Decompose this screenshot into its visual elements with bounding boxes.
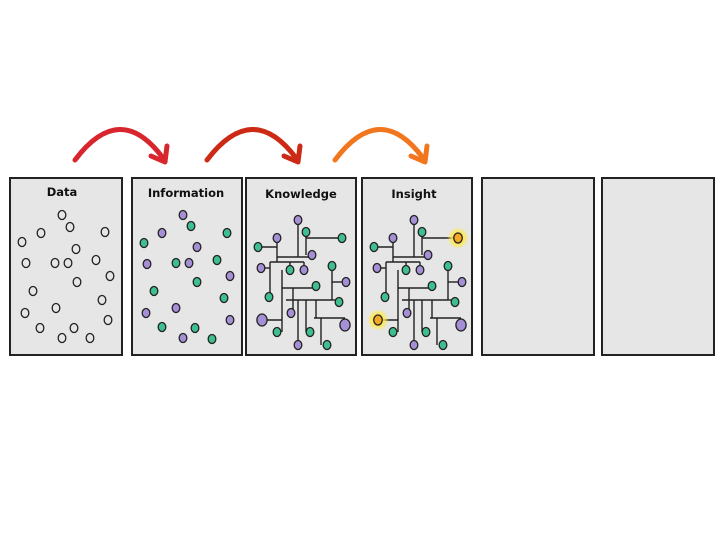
knowledge-node-purple bbox=[256, 313, 268, 327]
info-point-purple bbox=[141, 307, 151, 319]
data-point bbox=[28, 285, 38, 297]
info-point-purple bbox=[178, 332, 188, 344]
insight-node-green bbox=[427, 280, 437, 292]
info-point-green bbox=[149, 285, 159, 297]
info-point-green bbox=[222, 227, 232, 239]
insight-node-green bbox=[417, 226, 427, 238]
arrows bbox=[72, 127, 430, 165]
arrow-3 bbox=[332, 127, 426, 163]
data-point bbox=[105, 270, 115, 282]
data-point bbox=[36, 227, 46, 239]
insight-node-green bbox=[421, 326, 431, 338]
arrow-1 bbox=[72, 127, 166, 163]
data-point bbox=[91, 254, 101, 266]
info-point-purple bbox=[178, 209, 188, 221]
insight-node-green bbox=[450, 296, 460, 308]
info-point-green bbox=[139, 237, 149, 249]
data-point bbox=[17, 236, 27, 248]
data-point bbox=[51, 302, 61, 314]
data-point bbox=[97, 294, 107, 306]
knowledge-node-green bbox=[305, 326, 315, 338]
knowledge-node-purple bbox=[272, 232, 282, 244]
insight-highlight-1 bbox=[453, 232, 463, 244]
label-insight: Insight bbox=[391, 187, 437, 201]
insight-node-purple bbox=[402, 307, 412, 319]
knowledge-node-purple bbox=[286, 307, 296, 319]
knowledge-node-purple bbox=[339, 318, 351, 332]
knowledge-node-green bbox=[253, 241, 263, 253]
arrow-2 bbox=[204, 127, 299, 163]
info-point-purple bbox=[192, 241, 202, 253]
insight-node-purple bbox=[388, 232, 398, 244]
knowledge-node-green bbox=[285, 264, 295, 276]
data-point bbox=[21, 257, 31, 269]
knowledge-node-purple bbox=[293, 214, 303, 226]
knowledge-node-green bbox=[311, 280, 321, 292]
knowledge-node-purple bbox=[293, 339, 303, 351]
panels bbox=[9, 177, 715, 356]
insight-node-purple bbox=[409, 214, 419, 226]
insight-node-green bbox=[380, 291, 390, 303]
info-point-green bbox=[186, 220, 196, 232]
info-point-purple bbox=[157, 227, 167, 239]
knowledge-node-purple bbox=[341, 276, 351, 288]
knowledge-node-green bbox=[337, 232, 347, 244]
insight-node-green bbox=[438, 339, 448, 351]
data-point bbox=[100, 226, 110, 238]
data-point bbox=[57, 209, 67, 221]
info-point-purple bbox=[171, 302, 181, 314]
panel-content bbox=[17, 209, 469, 351]
info-point-purple bbox=[225, 314, 235, 326]
panel-empty-2 bbox=[601, 177, 715, 356]
knowledge-node-purple bbox=[299, 264, 309, 276]
knowledge-node-purple bbox=[307, 249, 317, 261]
data-point bbox=[69, 322, 79, 334]
data-point bbox=[35, 322, 45, 334]
insight-node-purple bbox=[409, 339, 419, 351]
data-point bbox=[20, 307, 30, 319]
insight-node-purple bbox=[372, 262, 382, 274]
data-point bbox=[65, 221, 75, 233]
data-point bbox=[85, 332, 95, 344]
knowledge-node-green bbox=[264, 291, 274, 303]
panel-empty-1 bbox=[481, 177, 595, 356]
info-point-purple bbox=[184, 257, 194, 269]
info-point-green bbox=[207, 333, 217, 345]
knowledge-node-green bbox=[272, 326, 282, 338]
label-data: Data bbox=[47, 185, 78, 199]
insight-node-purple bbox=[415, 264, 425, 276]
insight-node-purple bbox=[423, 249, 433, 261]
info-point-green bbox=[212, 254, 222, 266]
insight-node-green bbox=[388, 326, 398, 338]
data-point bbox=[50, 257, 60, 269]
info-point-purple bbox=[225, 270, 235, 282]
knowledge-node-green bbox=[327, 260, 337, 272]
insight-node-green bbox=[443, 260, 453, 272]
info-point-green bbox=[190, 322, 200, 334]
data-point bbox=[63, 257, 73, 269]
data-point bbox=[57, 332, 67, 344]
knowledge-node-green bbox=[301, 226, 311, 238]
knowledge-node-green bbox=[334, 296, 344, 308]
insight-node-green bbox=[401, 264, 411, 276]
insight-node-green bbox=[369, 241, 379, 253]
insight-node-purple bbox=[455, 318, 467, 332]
data-point bbox=[72, 276, 82, 288]
data-point bbox=[71, 243, 81, 255]
arrowhead-3 bbox=[408, 143, 430, 165]
insight-highlight-2 bbox=[373, 314, 383, 326]
label-information: Information bbox=[148, 186, 224, 200]
info-point-green bbox=[171, 257, 181, 269]
info-point-green bbox=[157, 321, 167, 333]
knowledge-node-purple bbox=[256, 262, 266, 274]
info-point-purple bbox=[142, 258, 152, 270]
arrowhead-2 bbox=[281, 143, 303, 165]
info-point-green bbox=[192, 276, 202, 288]
arrowhead-1 bbox=[148, 143, 170, 165]
knowledge-node-green bbox=[322, 339, 332, 351]
info-point-green bbox=[219, 292, 229, 304]
insight-node-purple bbox=[457, 276, 467, 288]
label-knowledge: Knowledge bbox=[265, 187, 337, 201]
data-point bbox=[103, 314, 113, 326]
